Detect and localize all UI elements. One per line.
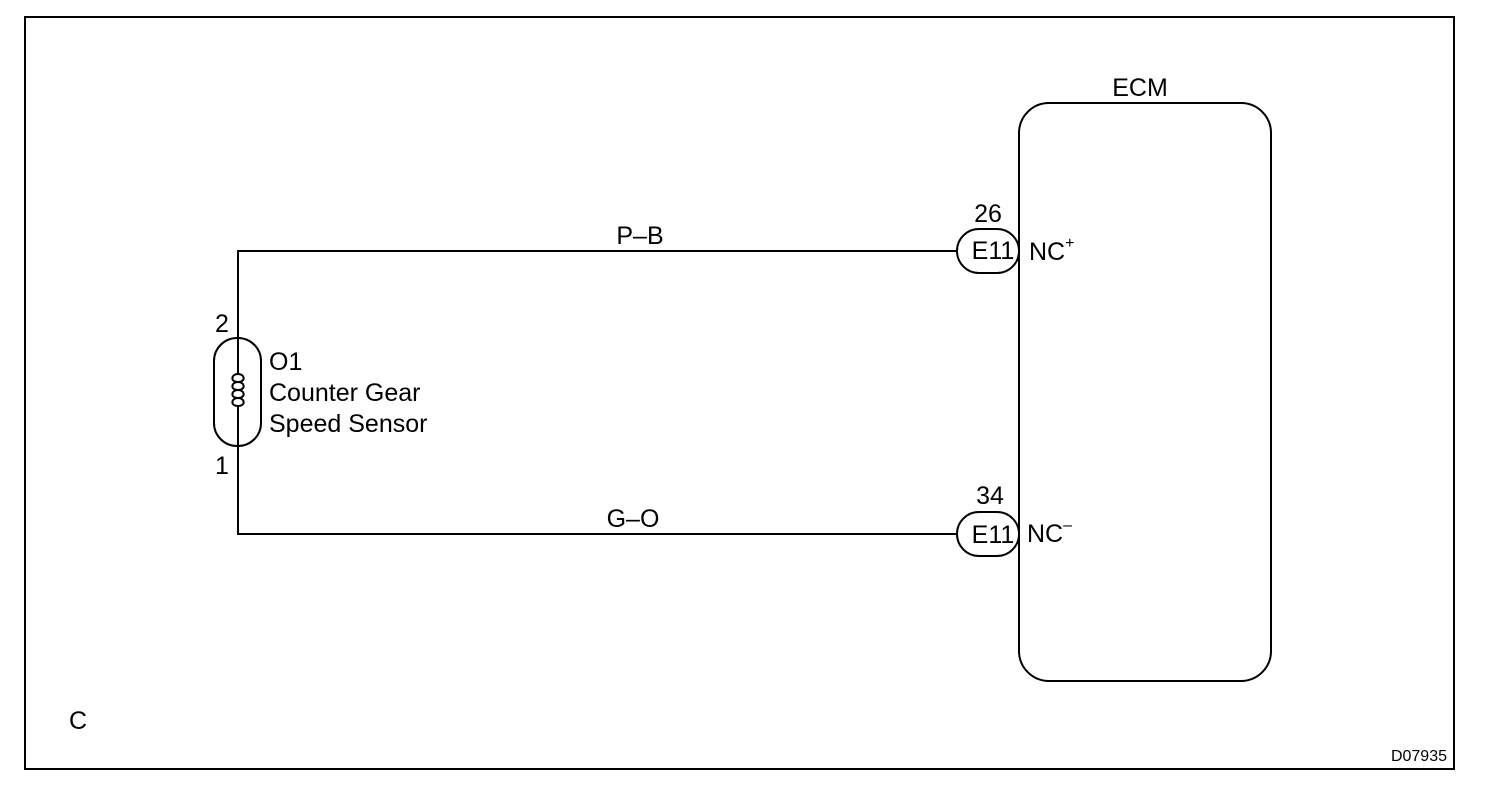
ecm-pin-upper: 26 — [974, 200, 1002, 228]
sensor-pin-bottom: 1 — [215, 452, 229, 480]
ecm-connector-lower — [956, 511, 1020, 557]
sensor-connector-id: O1 — [269, 348, 302, 376]
ecm-connector-upper-id: E11 — [972, 237, 1015, 265]
figure-code: D07935 — [1391, 748, 1447, 765]
wire-lower-color: G–O — [607, 505, 660, 533]
ecm-pin-lower: 34 — [976, 482, 1004, 510]
wire-upper-color: P–B — [616, 222, 663, 250]
ecm-terminal-upper-name: NC+ — [1029, 235, 1074, 266]
sensor-name-line1: Counter Gear — [269, 379, 420, 407]
sensor-pin-top: 2 — [215, 310, 229, 338]
coil-icon — [231, 343, 245, 445]
sensor-name-line2: Speed Sensor — [269, 410, 427, 438]
wire-lower — [237, 445, 957, 535]
ecm-terminal-upper-sign: + — [1065, 235, 1074, 252]
ecm-terminal-lower-sign: – — [1063, 517, 1072, 534]
ecm-terminal-lower-label: NC — [1027, 520, 1063, 548]
ecm-connector-lower-id: E11 — [972, 521, 1015, 549]
sensor-connector — [213, 337, 262, 447]
ecm-connector-upper — [956, 228, 1020, 274]
ecm-title: ECM — [1112, 74, 1168, 102]
ecm-box — [1018, 102, 1272, 682]
corner-label: C — [69, 707, 87, 735]
ecm-terminal-lower-name: NC– — [1027, 517, 1072, 548]
diagram-frame — [24, 16, 1455, 770]
wire-upper — [237, 250, 957, 343]
ecm-terminal-upper-label: NC — [1029, 238, 1065, 266]
